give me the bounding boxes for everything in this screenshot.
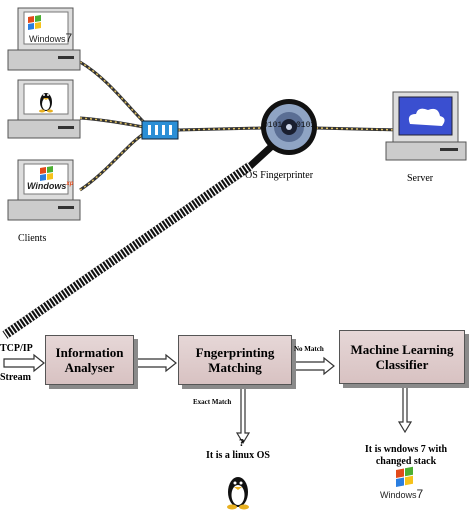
no-match-label: No Match [294, 345, 324, 353]
linux-outcome-text: It is a linux OS [206, 450, 270, 461]
arrow-classifier-down [397, 384, 413, 434]
arrow-analyser-to-matching [135, 353, 177, 373]
client-computer-1 [7, 7, 81, 71]
windows-result-flag-icon [396, 466, 413, 487]
clients-label: Clients [18, 233, 47, 244]
arrow-matching-to-classifier [293, 356, 335, 376]
exact-match-label: Exact Match [193, 398, 232, 406]
network-hub-icon [141, 120, 179, 140]
windows-outcome-text: It is wndows 7 with changed stack [364, 444, 448, 467]
linux-tux-result-icon [227, 477, 249, 510]
network-cable [177, 126, 401, 132]
client-cables [79, 60, 152, 192]
windows-xp-logo-client: Windowsxp [27, 181, 74, 191]
client-computer-2 [7, 79, 81, 139]
arrow-stream-to-analyser [3, 353, 45, 373]
windows7-logo-client: Windows7 [29, 31, 73, 45]
os-fingerprinter-icon [244, 99, 317, 172]
server-label: Server [407, 173, 434, 184]
windows-flag-icon [28, 15, 41, 30]
fingerprinter-label: OS Fingerprinter [245, 170, 314, 181]
fp-bits-right: 0101 [296, 121, 316, 130]
fp-bits-left: 0101 [263, 121, 283, 130]
flow-arrows [3, 353, 413, 445]
linux-tux-icon [39, 93, 53, 113]
windows-xp-flag-icon [40, 166, 53, 181]
question-mark: ? [239, 437, 245, 449]
arrow-matching-down [235, 384, 251, 445]
tcpip-label: TCP/IP [0, 343, 33, 354]
windows7-logo-result: Windows7 [380, 487, 424, 501]
tcpip-stream-line [2, 162, 253, 339]
stream-label: Stream [0, 372, 31, 383]
server-computer [385, 91, 467, 161]
